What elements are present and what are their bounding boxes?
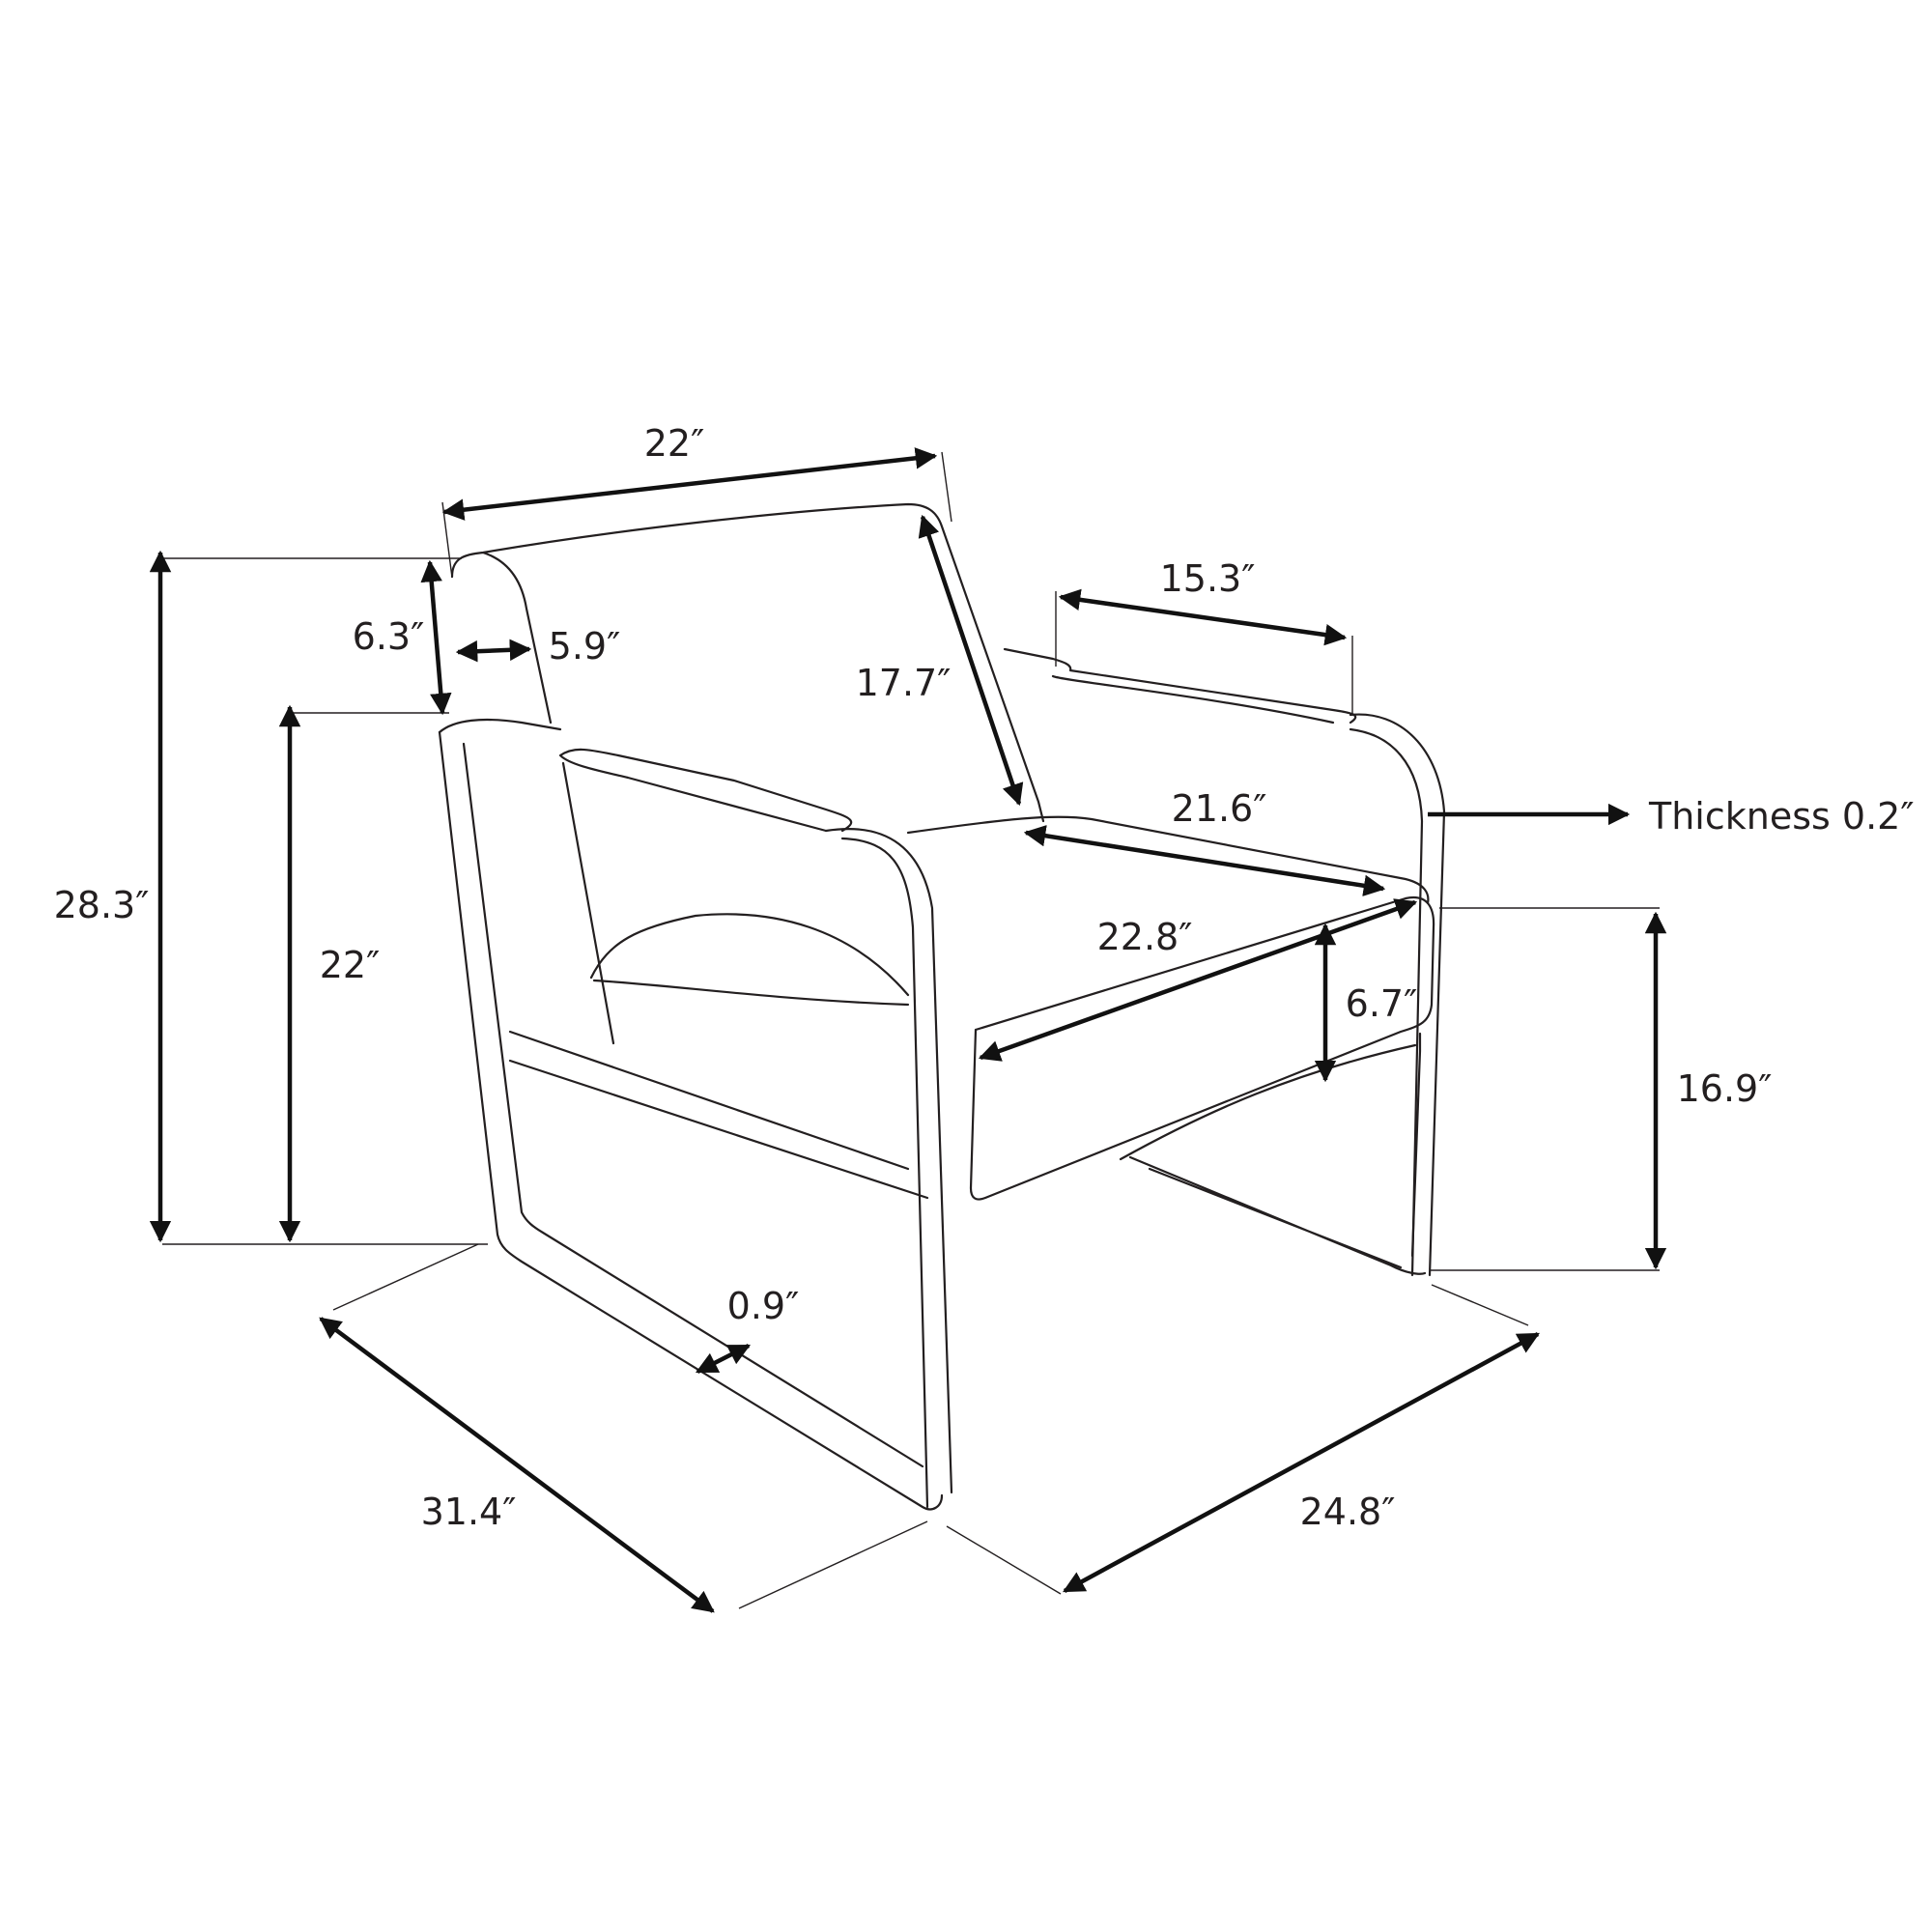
left-frame-top	[438, 718, 562, 734]
dim-arrow-backrest-width	[441, 447, 938, 521]
seat-cushion-top	[906, 815, 1430, 905]
label-backrest-thickness-vertical: 6.3″	[353, 615, 425, 658]
label-arm-height: 22″	[320, 944, 381, 986]
seat-side-line	[508, 1030, 929, 1200]
dim-arrow-backrest-height	[918, 514, 1024, 807]
seat-cushion-front	[969, 895, 1435, 1201]
chair-drawing	[438, 502, 1446, 1511]
label-seat-width: 22.8″	[1097, 916, 1193, 958]
dim-arrow-frame-width	[695, 1343, 752, 1375]
label-seat-height: 16.9″	[1677, 1067, 1773, 1110]
dimension-labels: 22″ 6.3″ 5.9″ 17.7″ 15.3″ Thickness 0.2″…	[54, 422, 1915, 1533]
backrest-lower-curve	[589, 913, 910, 997]
dim-arrow-backrest-thickness-vertical	[420, 559, 452, 716]
label-seat-depth: 21.6″	[1172, 787, 1267, 830]
dim-arrow-armrest-length	[1058, 588, 1348, 646]
dim-arrow-overall-depth	[1063, 1332, 1540, 1593]
dim-arrow-backrest-depth	[455, 639, 532, 663]
rear-frame-base	[1119, 1043, 1417, 1161]
label-frame-thickness: Thickness 0.2″	[1648, 795, 1915, 838]
extension-lines	[162, 451, 1660, 1609]
label-armrest-length: 15.3″	[1160, 557, 1256, 600]
left-armrest-pad	[558, 748, 853, 833]
backrest-inner-line	[592, 979, 910, 1007]
label-overall-height: 28.3″	[54, 884, 150, 926]
right-arm-curve	[1349, 713, 1446, 1277]
label-cushion-thickness: 6.7″	[1346, 982, 1418, 1025]
dim-arrow-overall-width	[319, 1317, 715, 1613]
label-overall-depth: 24.8″	[1300, 1491, 1396, 1533]
label-backrest-width: 22″	[644, 422, 705, 465]
dimension-arrows	[149, 447, 1667, 1613]
label-backrest-depth: 5.9″	[549, 625, 621, 668]
label-overall-width: 31.4″	[421, 1491, 517, 1533]
label-backrest-height: 17.7″	[856, 662, 952, 704]
label-frame-width: 0.9″	[727, 1285, 800, 1327]
backrest-outline	[450, 502, 1045, 1045]
dim-arrow-seat-depth	[1023, 825, 1386, 896]
right-armrest-pad	[1003, 647, 1357, 724]
rear-frame-bottom	[1128, 1032, 1427, 1275]
front-arm-curve	[824, 828, 953, 1509]
left-frame-outer	[438, 730, 944, 1511]
left-frame-inner	[462, 742, 924, 1468]
dim-arrow-seat-width	[978, 898, 1418, 1062]
